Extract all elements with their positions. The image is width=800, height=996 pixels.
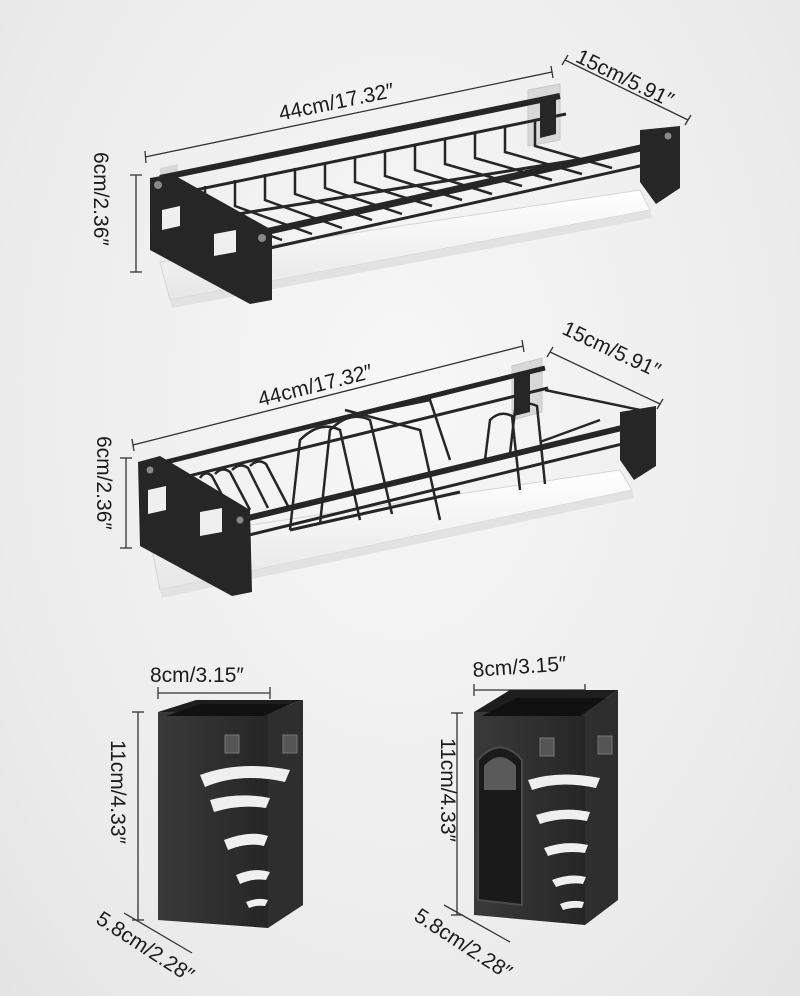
dish-rack-illustration	[138, 357, 656, 598]
utensil-holder-round-illustration	[474, 690, 618, 925]
rack1-height-label: 6cm/2.36″	[89, 152, 112, 246]
utensil-holder-slotted-illustration	[158, 700, 303, 928]
holder1-width-label: 8cm/3.15″	[150, 664, 244, 687]
holder2-height-label: 11cm/4.33″	[436, 738, 459, 842]
dimension-lines	[120, 54, 692, 954]
rack2-height-label: 6cm/2.36″	[92, 436, 115, 530]
holder1-height-label: 11cm/4.33″	[106, 740, 129, 844]
spice-rack-illustration	[150, 83, 680, 308]
